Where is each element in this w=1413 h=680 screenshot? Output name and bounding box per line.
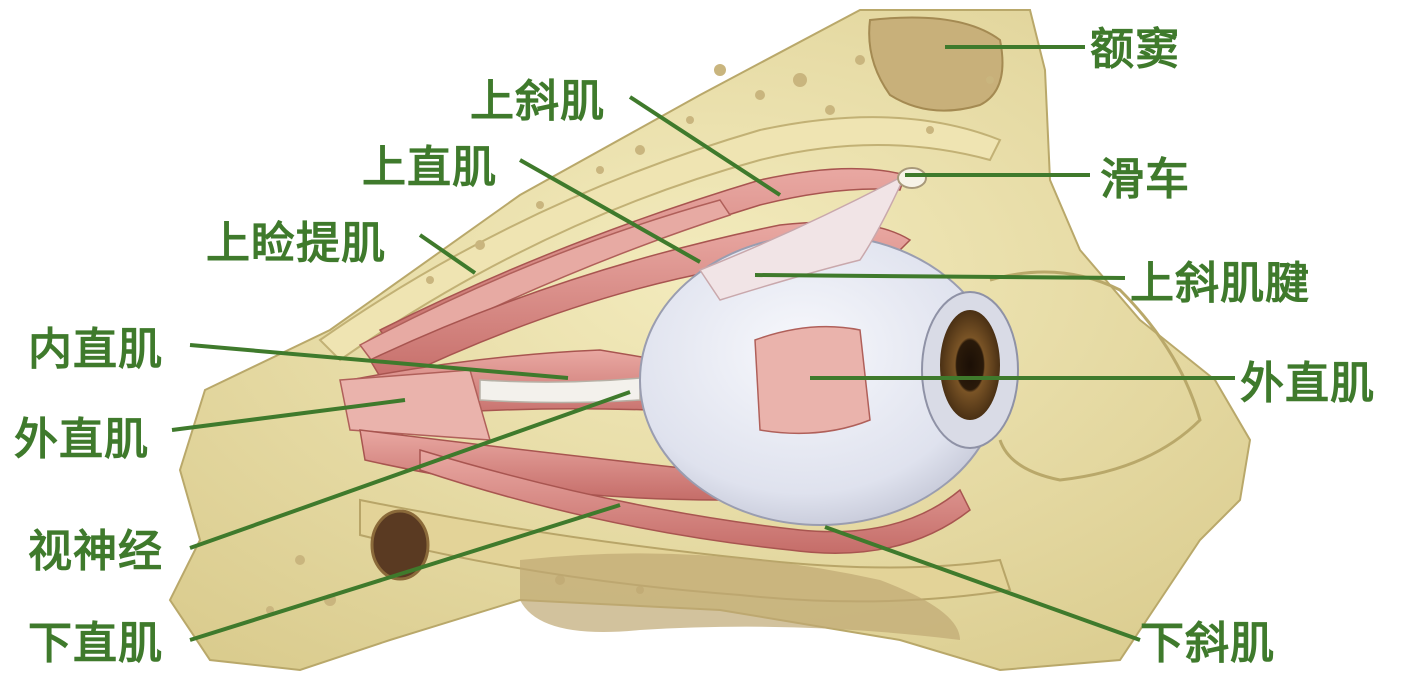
label-frontal-sinus: 额窦	[1090, 28, 1180, 72]
label-medial-rectus: 内直肌	[28, 328, 163, 372]
label-levator-palpebrae: 上睑提肌	[206, 222, 386, 266]
label-trochlea: 滑车	[1100, 158, 1190, 202]
label-superior-oblique: 上斜肌	[470, 80, 605, 124]
label-superior-oblique-tendon: 上斜肌腱	[1130, 262, 1310, 306]
label-superior-rectus: 上直肌	[362, 146, 497, 190]
label-inferior-rectus: 下直肌	[28, 622, 163, 666]
label-inferior-oblique: 下斜肌	[1140, 622, 1275, 666]
label-lateral-rectus-left: 外直肌	[14, 418, 149, 462]
label-lateral-rectus-right: 外直肌	[1240, 362, 1375, 406]
label-optic-nerve: 视神经	[28, 530, 163, 574]
trochlea-shape	[898, 168, 926, 188]
iris	[940, 310, 1000, 420]
